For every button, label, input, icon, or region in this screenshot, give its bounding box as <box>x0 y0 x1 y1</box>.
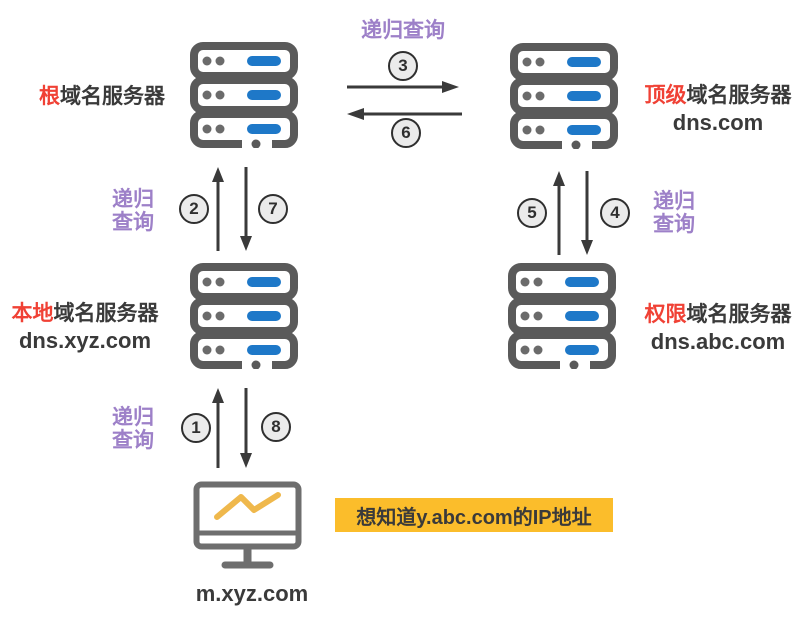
local-label-suffix: 域名服务器 <box>53 302 159 325</box>
step-circle-3: 3 <box>388 51 418 81</box>
tld-server-icon <box>510 43 618 149</box>
step-circle-5: 5 <box>517 198 547 228</box>
recursive-query-word1: 递归 <box>112 406 154 429</box>
auth-label-name: 权限域名服务器 <box>628 301 807 328</box>
step-circle-6: 6 <box>391 118 421 148</box>
step-circle-7: 7 <box>258 194 288 224</box>
root-server-label: 根域名服务器 <box>5 83 165 110</box>
arrow-step5-up-icon <box>551 171 567 255</box>
step-circle-8: 8 <box>261 412 291 442</box>
arrow-step4-down-icon <box>579 171 595 255</box>
recursive-query-word1: 递归 <box>653 190 695 213</box>
local-label-domain: dns.xyz.com <box>18 328 152 353</box>
step-circle-2: 2 <box>179 194 209 224</box>
auth-server-label: 权限域名服务器 dns.abc.com <box>628 301 807 355</box>
arrow-step3-right-icon <box>347 79 459 95</box>
root-label-highlight: 根 <box>39 85 60 108</box>
tld-label-domain: dns.com <box>672 110 764 135</box>
root-label-suffix: 域名服务器 <box>60 85 165 108</box>
local-server-icon <box>190 263 298 369</box>
step-circle-4: 4 <box>600 198 630 228</box>
auth-label-highlight: 权限 <box>644 303 687 326</box>
tld-server-label: 顶级域名服务器 dns.com <box>628 82 807 136</box>
tld-label-highlight: 顶级 <box>644 84 687 107</box>
recursive-query-label-left-bottom: 递归 查询 <box>100 406 166 452</box>
step-circle-1: 1 <box>181 413 211 443</box>
client-monitor-icon <box>193 481 302 573</box>
recursive-query-word1: 递归 <box>112 188 154 211</box>
recursive-query-label-top: 递归查询 <box>361 19 445 42</box>
root-server-icon <box>190 42 298 148</box>
tld-label-suffix: 域名服务器 <box>686 84 792 107</box>
client-label: m.xyz.com <box>195 581 309 606</box>
recursive-query-word2: 查询 <box>112 429 154 452</box>
recursive-query-word2: 查询 <box>112 211 154 234</box>
local-label-name: 本地域名服务器 <box>2 300 168 327</box>
arrow-step7-down-icon <box>238 167 254 251</box>
query-goal-callout: 想知道y.abc.com的IP地址 <box>335 498 613 532</box>
local-server-label: 本地域名服务器 dns.xyz.com <box>2 300 168 354</box>
auth-label-suffix: 域名服务器 <box>686 303 792 326</box>
auth-server-icon <box>508 263 616 369</box>
arrow-step1-up-icon <box>210 388 226 468</box>
tld-label-name: 顶级域名服务器 <box>628 82 807 109</box>
local-label-highlight: 本地 <box>11 302 54 325</box>
arrow-step2-up-icon <box>210 167 226 251</box>
arrow-step6-left-icon <box>347 106 462 122</box>
recursive-query-label-left-mid: 递归 查询 <box>100 188 166 234</box>
recursive-query-word2: 查询 <box>653 213 695 236</box>
recursive-query-label-right-mid: 递归 查询 <box>641 190 707 236</box>
arrow-step8-down-icon <box>238 388 254 468</box>
auth-label-domain: dns.abc.com <box>650 329 786 354</box>
